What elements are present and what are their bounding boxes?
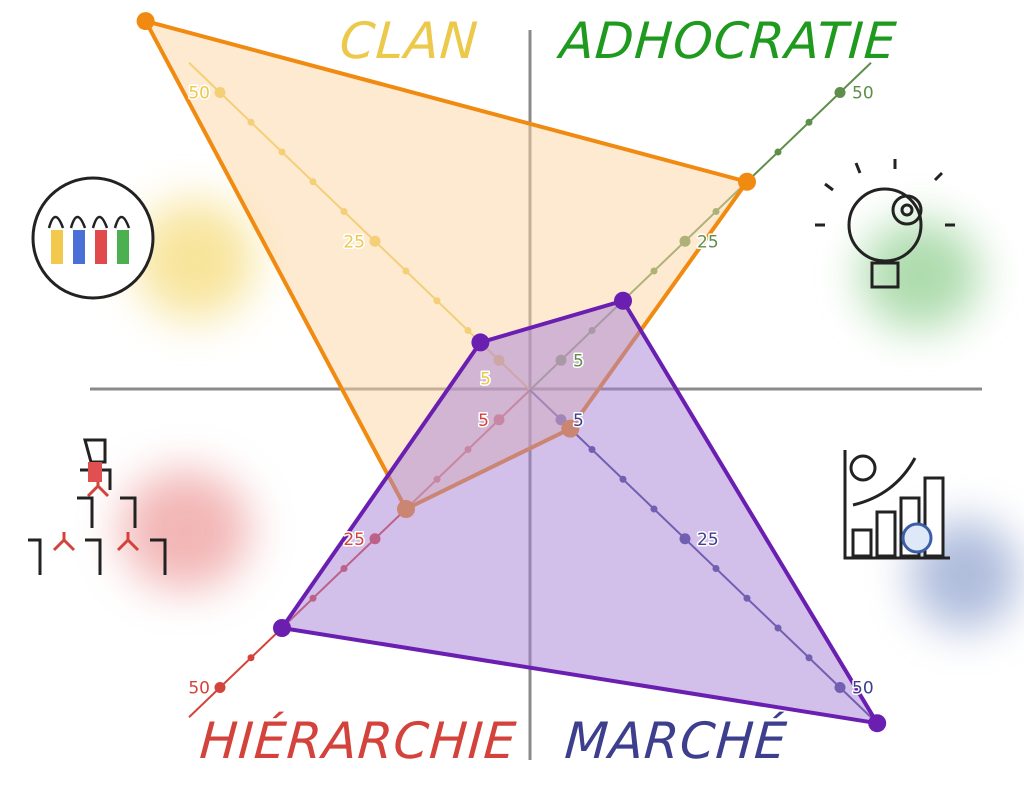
team-icon — [31, 176, 155, 300]
data-point-purple-clan — [471, 333, 490, 352]
clan-glow — [135, 200, 255, 320]
tick-label-marche: 25 — [697, 530, 719, 550]
axis-tick-adhocratie — [805, 118, 813, 126]
quadrant-label-clan: CLAN — [337, 12, 481, 70]
tick-label-clan: 50 — [188, 84, 210, 104]
growth-chart-icon — [843, 450, 950, 560]
quadrant-label-hierarchie: HIÉRARCHIE — [197, 712, 519, 770]
tick-label-marche: 50 — [852, 679, 874, 699]
tick-label-hierarchie: 50 — [188, 679, 210, 699]
tick-label-clan: 5 — [480, 369, 491, 389]
tick-label-clan: 25 — [343, 232, 365, 252]
data-point-orange-adhocratie — [738, 172, 756, 191]
tick-label-hierarchie: 25 — [343, 530, 365, 550]
data-point-purple-marche — [868, 714, 887, 733]
axis-tick-adhocratie — [834, 87, 846, 98]
data-point-purple-hierarchie — [273, 619, 291, 637]
lightbulb-gear-icon — [815, 159, 955, 289]
data-point-purple-adhocratie — [614, 291, 632, 310]
quadrant-label-marche: MARCHÉ — [562, 712, 790, 770]
quadrant-label-adhocratie: ADHOCRATIE — [557, 12, 899, 70]
axis-tick-hierarchie — [214, 682, 226, 693]
tick-label-marche: 5 — [573, 411, 584, 431]
tick-label-hierarchie: 5 — [478, 411, 489, 431]
hierarchie-glow — [120, 470, 250, 590]
hierarchy-people-icon — [28, 438, 167, 575]
axis-tick-hierarchie — [247, 654, 255, 662]
axis-tick-adhocratie — [774, 148, 782, 156]
tick-label-adhocratie: 5 — [573, 351, 584, 371]
tick-label-adhocratie: 50 — [852, 84, 874, 104]
tick-label-adhocratie: 25 — [697, 232, 719, 252]
data-point-orange-clan — [136, 12, 155, 31]
